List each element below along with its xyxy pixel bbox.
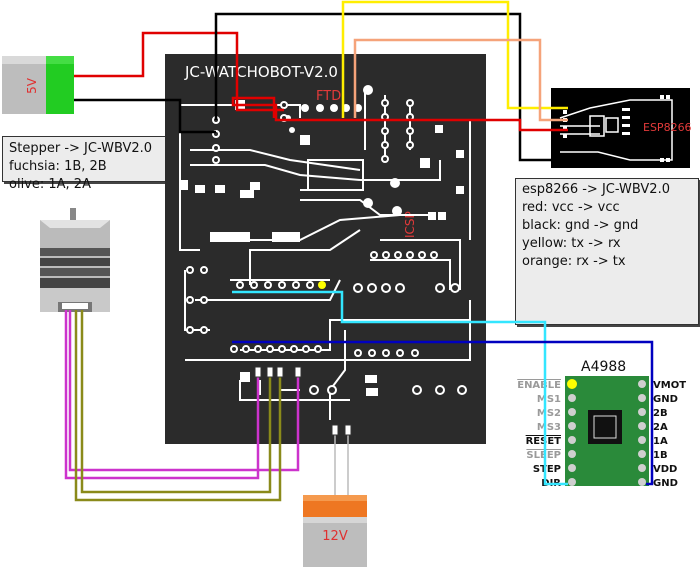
driver-pin-left: MS2 [537,408,561,419]
driver-pin-left: ENABLE [517,380,561,391]
board-title: JC-WATCHOBOT-V2.0 [184,63,338,81]
esp8266-module: ESP8266 [551,88,692,168]
a4988-title: A4988 [581,359,626,375]
battery-5v: 5V [2,56,74,114]
stepper-note: Stepper -> JC-WBV2.0 fuchsia: 1B, 2B oli… [2,136,166,192]
battery-12v-label: 12V [322,529,348,544]
wire-olive-a [74,310,282,502]
wire-black-esp [214,12,568,162]
wire-yellow-esp [341,0,568,118]
driver-pin-left: STEP [533,464,561,475]
driver-pin-right: VDD [653,464,677,475]
esp-note-line: esp8266 -> JC-WBV2.0 [522,182,670,197]
watchobot-board: JC-WATCHOBOT-V2.0 FTDI ICSP [165,54,486,444]
driver-pin-right: 2B [653,408,668,419]
battery-5v-label: 5V [25,77,39,94]
a4988-driver: A4988 ENABLE MS1 MS2 MS3 RESET SLEEP STE… [517,359,686,489]
driver-pin-right: GND [653,394,678,405]
wire-fuchsia-a [64,310,260,480]
driver-pin-left: MS1 [537,394,561,405]
esp-note-line: orange: rx -> tx [522,254,626,269]
stepper-note-line: Stepper -> JC-WBV2.0 [9,141,153,156]
wire-fuchsia-b [68,310,300,472]
wire-red-5v [74,31,284,112]
stepper-note-line: olive: 1A, 2A [9,177,91,192]
wire-red-esp [231,96,568,132]
driver-pin-left: RESET [526,436,562,447]
wire-blue [232,340,654,486]
wire-cyan [232,290,568,486]
esp8266-label: ESP8266 [643,121,692,134]
driver-pin-left: MS3 [537,422,561,433]
esp-note: esp8266 -> JC-WBV2.0 red: vcc -> vcc bla… [515,178,699,325]
wire-orange-esp [353,38,568,122]
stepper-note-line: fuchsia: 1B, 2B [9,159,107,174]
driver-pin-right: 2A [653,422,668,433]
ftdi-label: FTDI [316,89,345,104]
driver-pin-right: VMOT [653,380,686,391]
driver-pin-right: GND [653,478,678,489]
driver-pin-right: 1B [653,450,668,461]
driver-pin-right: 1A [653,436,668,447]
esp-note-line: yellow: tx -> rx [522,236,621,251]
wire-olive-b [80,310,272,494]
battery-12v: 12V [303,495,367,567]
wire-black-5v [74,98,216,134]
driver-pin-left: SLEEP [526,450,561,461]
stepper-motor [40,208,110,312]
esp-note-line: black: gnd -> gnd [522,218,639,233]
esp-note-line: red: vcc -> vcc [522,200,620,215]
icsp-label: ICSP [403,211,417,238]
